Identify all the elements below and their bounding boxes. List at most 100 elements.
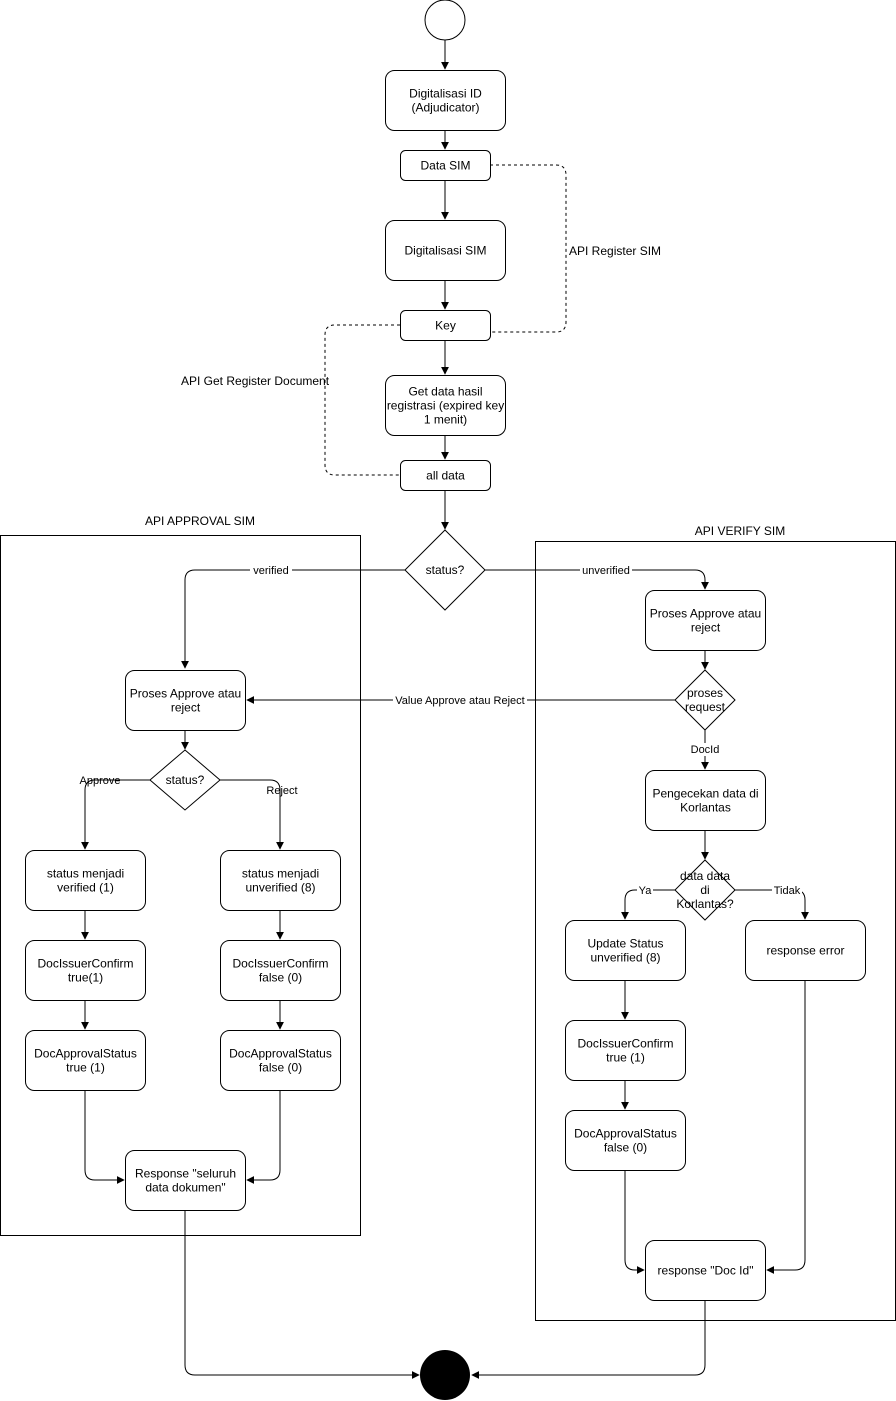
edge-label-approve: Approve xyxy=(80,775,121,787)
proses-request-label: proses xyxy=(687,686,723,700)
api-register-sim-link xyxy=(490,164,567,333)
verify-approval-status-label: DocApprovalStatus xyxy=(574,1127,677,1141)
start-node xyxy=(424,0,466,41)
swimlane-approval-title: API APPROVAL SIM xyxy=(145,514,255,528)
edge-true-to-response xyxy=(84,1090,125,1184)
approval-proses-label: reject xyxy=(171,701,201,715)
proses-request-label: request xyxy=(685,700,726,714)
node-response-error: response error xyxy=(745,920,866,981)
data-korlantas-label: di xyxy=(700,883,709,897)
edge-error-to-docid xyxy=(766,980,806,1274)
pengecekan-label: Korlantas xyxy=(680,801,731,815)
edge-label-unverified: unverified xyxy=(582,565,630,577)
edge-reject xyxy=(220,779,284,850)
status-unverified-label: unverified (8) xyxy=(245,881,315,895)
confirm-false-label: DocIssuerConfirm xyxy=(232,957,328,971)
node-data-sim: Data SIM xyxy=(400,150,491,181)
data-sim-label: Data SIM xyxy=(420,159,470,173)
edge-approval-to-docid xyxy=(624,1170,645,1274)
response-all-label: data dokumen" xyxy=(145,1181,225,1195)
label-api-register-sim: API Register SIM xyxy=(569,244,661,258)
confirm-false-label: false (0) xyxy=(259,971,302,985)
label-api-get-register-document: API Get Register Document xyxy=(181,374,330,388)
verify-approval-status-label: false (0) xyxy=(604,1141,647,1155)
edge-label-reject: Reject xyxy=(266,785,297,797)
status-verified-label: status menjadi xyxy=(47,867,124,881)
key-label: Key xyxy=(435,319,456,333)
node-all-data: all data xyxy=(400,460,491,491)
status-verified-label: verified (1) xyxy=(57,881,114,895)
get-data-label: registrasi (expired key xyxy=(387,399,504,413)
verify-proses-label: reject xyxy=(691,621,721,635)
edge-label-value: Value Approve atau Reject xyxy=(395,695,524,707)
edge-label-docid: DocId xyxy=(691,744,720,756)
node-key: Key xyxy=(400,310,491,341)
approval-status-false-label: false (0) xyxy=(259,1061,302,1075)
swimlane-verify-title: API VERIFY SIM xyxy=(695,524,785,538)
verify-confirm-label: true (1) xyxy=(606,1051,645,1065)
approval-status-true-label: DocApprovalStatus xyxy=(34,1047,137,1061)
swimlane-approval-sim xyxy=(0,535,361,1236)
edge-status-unverified xyxy=(485,569,709,590)
approval-status-false-label: DocApprovalStatus xyxy=(229,1047,332,1061)
edge-ya xyxy=(621,889,675,920)
end-node xyxy=(420,1350,470,1400)
all-data-label: all data xyxy=(426,469,465,483)
edge-label-verified: verified xyxy=(253,565,288,577)
update-status-label: unverified (8) xyxy=(590,951,660,965)
response-error-label: response error xyxy=(766,944,844,958)
verify-proses-label: Proses Approve atau xyxy=(650,607,761,621)
digitalisasi-id-label: (Adjudicator) xyxy=(411,101,479,115)
get-data-label: Get data hasil xyxy=(408,385,482,399)
data-korlantas-label: Korlantas? xyxy=(676,897,734,911)
approval-status-true-label: true (1) xyxy=(66,1061,105,1075)
digitalisasi-sim-label: Digitalisasi SIM xyxy=(404,244,486,258)
confirm-true-label: DocIssuerConfirm xyxy=(37,957,133,971)
edge-response-to-end xyxy=(184,1210,420,1379)
pengecekan-label: Pengecekan data di xyxy=(652,787,758,801)
edge-label-tidak: Tidak xyxy=(774,885,801,897)
response-all-label: Response "seluruh xyxy=(135,1167,236,1181)
status-main-label: status? xyxy=(426,563,465,577)
confirm-true-label: true(1) xyxy=(68,971,103,985)
verify-confirm-label: DocIssuerConfirm xyxy=(577,1037,673,1051)
api-get-register-document-link xyxy=(324,324,400,476)
node-digitalisasi-id: Digitalisasi ID(Adjudicator) xyxy=(385,70,506,131)
data-korlantas-label: data data xyxy=(680,869,730,883)
edge-status-verified xyxy=(181,569,405,669)
edge-labels: verified unverified Value Approve atau R… xyxy=(80,244,802,897)
edge-docid-to-end xyxy=(471,1300,706,1379)
node-digitalisasi-sim: Digitalisasi SIM xyxy=(385,220,506,281)
response-docid-label: response "Doc Id" xyxy=(658,1264,754,1278)
decision-status-main: status? xyxy=(404,529,486,611)
node-response-docid: response "Doc Id" xyxy=(645,1240,766,1301)
digitalisasi-id-label: Digitalisasi ID xyxy=(409,87,482,101)
decision-approval-status: status? xyxy=(149,749,221,811)
edge-approve xyxy=(81,779,150,850)
get-data-label: 1 menit) xyxy=(424,413,467,427)
status-unverified-label: status menjadi xyxy=(242,867,319,881)
approval-proses-label: Proses Approve atau xyxy=(130,687,241,701)
edge-label-ya: Ya xyxy=(639,885,653,897)
approval-status-label: status? xyxy=(166,773,205,787)
nodes: Digitalisasi ID(Adjudicator) Data SIM Di… xyxy=(25,70,866,1301)
edge-false-to-response xyxy=(246,1090,281,1184)
update-status-label: Update Status xyxy=(587,937,663,951)
